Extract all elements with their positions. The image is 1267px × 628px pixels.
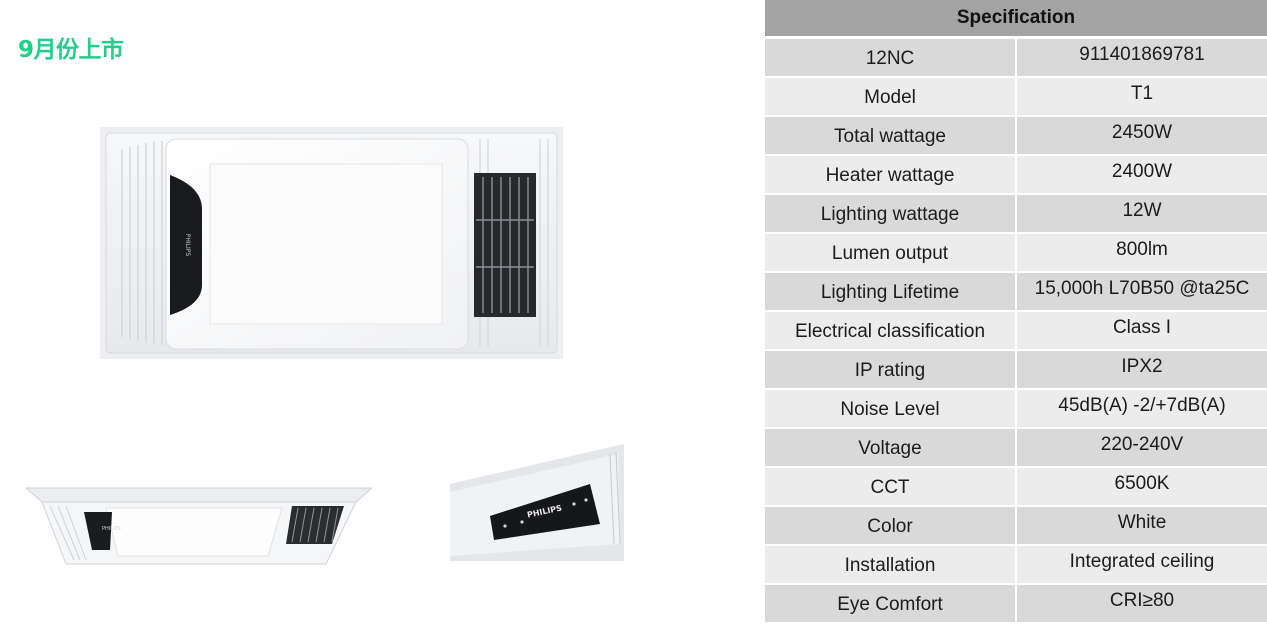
spec-value: 2400W (1016, 155, 1267, 195)
spec-value: 220-240V (1016, 428, 1267, 468)
spec-label: Heater wattage (765, 155, 1017, 195)
spec-label: Total wattage (765, 116, 1017, 156)
spec-value: 911401869781 (1016, 37, 1267, 78)
spec-value: 12W (1016, 194, 1267, 234)
spec-label: Noise Level (765, 389, 1017, 429)
spec-value: 6500K (1016, 467, 1267, 507)
philips-logo-top: PHILIPS (184, 234, 191, 257)
spec-title: Specification (765, 0, 1267, 39)
spec-label: Lighting Lifetime (765, 272, 1017, 312)
spec-label: Electrical classification (765, 311, 1017, 351)
spec-label: Lighting wattage (765, 194, 1017, 234)
launch-headline: 9月份上市 (18, 37, 124, 63)
spec-label: Eye Comfort (765, 584, 1017, 624)
spec-value: 800lm (1016, 233, 1267, 273)
product-top-view-image: PHILIPS (100, 127, 563, 359)
spec-label: Model (765, 77, 1017, 117)
spec-value: Class I (1016, 311, 1267, 351)
spec-value: IPX2 (1016, 350, 1267, 390)
spec-label: Voltage (765, 428, 1017, 468)
spec-label: 12NC (765, 37, 1017, 78)
spec-value: 45dB(A) -2/+7dB(A) (1016, 389, 1267, 429)
product-perspective-image: PHILIPS (26, 487, 372, 565)
spec-label: Installation (765, 545, 1017, 585)
control-panel-detail-image: PHILIPS (450, 444, 624, 561)
philips-logo-perspective: PHILIPS (102, 526, 121, 532)
spec-label: IP rating (765, 350, 1017, 390)
spec-value: CRI≥80 (1016, 584, 1267, 624)
spec-value: 2450W (1016, 116, 1267, 156)
spec-value: White (1016, 506, 1267, 546)
spec-value: 15,000h L70B50 @ta25C (1016, 272, 1267, 312)
spec-label: Lumen output (765, 233, 1017, 273)
spec-label: CCT (765, 467, 1017, 507)
spec-value: T1 (1016, 77, 1267, 117)
spec-value: Integrated ceiling (1016, 545, 1267, 585)
spec-label: Color (765, 506, 1017, 546)
